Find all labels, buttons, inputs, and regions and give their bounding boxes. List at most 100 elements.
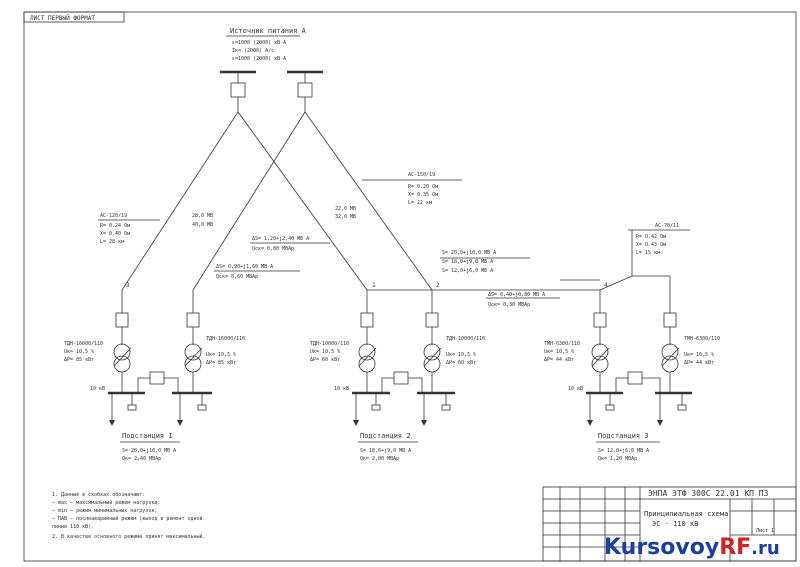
line-right-name: АС-150/19	[408, 172, 435, 178]
substation-3-t6: ΔP= 44 кВт	[684, 360, 714, 366]
substation-3-t1: ТМН-6300/110	[544, 341, 580, 347]
line-left-p3: L= 28 км	[100, 239, 124, 245]
title-block-title1: Принципиальная схема	[644, 510, 728, 518]
line-left-name: АС-120/19	[100, 213, 127, 219]
substation-3-name: Подстанция 3	[598, 432, 649, 440]
sectional-breaker-sub2	[393, 371, 409, 385]
feeders	[111, 393, 687, 420]
substation-1-p1: S= 20,0+j10,0 МВ А	[122, 448, 176, 454]
corner-tag: ЛИСТ ПЕРВЫЙ ФОРМАТ	[30, 15, 95, 22]
transformer-sub3-b	[661, 343, 680, 373]
line-source2-to-sub2	[304, 111, 433, 291]
watermark: KursovoyRF.ru	[604, 535, 780, 560]
node-label-4: 4	[604, 282, 608, 289]
title-block-sheet: Лист 1	[756, 528, 774, 534]
node-label-2: 2	[436, 282, 440, 289]
note-line-2: — max — максимальный режим нагрузки;	[52, 500, 160, 506]
substation-3-t3: ΔP= 44 кВт	[544, 357, 574, 363]
transformer-sub1-b	[184, 343, 203, 373]
line-far-p1: R= 0.42 Ом	[636, 234, 666, 240]
substation-2-t6: ΔP= 60 кВт	[446, 360, 476, 366]
substation-1-t4: ТДН-16000/110	[206, 336, 245, 342]
substation-2-t5: Uк= 10,5 %	[446, 352, 476, 358]
loss-a-dp: ΔS= 1,20+j2,40 МВ А	[252, 236, 309, 242]
transformer-sub2-b	[423, 343, 442, 373]
title-block-title2: ЭС - 110 кВ	[652, 520, 698, 528]
node-label-1: 1	[372, 282, 376, 289]
substation-1-t2: Uк= 10,5 %	[64, 349, 94, 355]
line-left-p1: R= 0.24 Ом	[100, 223, 130, 229]
substation-1-bus: 10 кВ	[90, 386, 105, 392]
line-left-p2: X= 0.40 Ом	[100, 231, 130, 237]
corner-tag-box	[23, 11, 125, 23]
note-line-3: — min — режим минимальных нагрузок;	[52, 508, 157, 514]
line-to-sub3	[599, 275, 671, 313]
bus-flow-b: S= 18,0+j9,0 МВ А	[442, 259, 493, 265]
source-param-1: ε=1000 (2000) кВ А	[232, 40, 286, 46]
node-label-3: 3	[126, 282, 130, 289]
sheet-frame	[23, 11, 797, 562]
source-param-3: ε=1000 (2000) кВ А	[232, 56, 286, 62]
substation-3-t2: Uк= 10,5 %	[544, 349, 574, 355]
substation-3-p2: Qк= 1,20 МВАр	[598, 456, 637, 462]
loss-b-dp: ΔS= 0,90+j1,60 МВ А	[216, 264, 273, 270]
loss-a-q: Qск= 0,80 МВАр	[252, 246, 294, 252]
line-right-p2: X= 0.35 Ом	[408, 192, 438, 198]
line-far-p2: X= 0.43 Ом	[636, 242, 666, 248]
note-line-1: 1. Данные в скобках обозначают:	[52, 491, 145, 498]
transformer-sub2-a	[358, 343, 377, 373]
substation-2-p1: S= 18,0+j9,0 МВ А	[360, 448, 411, 454]
substation-2-name: Подстанция 2	[360, 432, 411, 440]
line-right-p3: L= 22 км	[408, 200, 432, 206]
line-right-flow: 22,0 МВ	[335, 206, 356, 212]
source-breaker-left	[230, 82, 246, 98]
line-far-name: АС-70/11	[655, 223, 679, 229]
watermark-part3: .ru	[751, 538, 780, 559]
line-source-to-sub1	[121, 111, 239, 291]
title-block	[542, 486, 797, 562]
transformer-sub3-a	[591, 343, 610, 373]
substation-1-p2: Qк= 2,40 МВАр	[122, 456, 161, 462]
sectional-breaker-sub1	[149, 371, 165, 385]
substation-3-t4: ТМН-6300/110	[684, 336, 720, 342]
loss-c-dp: ΔS= 0,40+j0,80 МВ А	[488, 292, 545, 298]
substation-2-p2: Qк= 2,00 МВАр	[360, 456, 399, 462]
substation-1-t1: ТДН-16000/110	[64, 341, 103, 347]
transformer-sub1-a	[113, 343, 132, 373]
line-left-flow2: 40,0 МВ	[192, 222, 213, 228]
substation-2-t2: Uк= 10,5 %	[310, 349, 340, 355]
substation-1-t5: Uк= 10,5 %	[206, 352, 236, 358]
substation-3-p1: S= 12,0+j6,0 МВ А	[598, 448, 649, 454]
source-title: Источник питания А	[230, 27, 307, 35]
line-far-p3: L= 15 км	[636, 250, 660, 256]
line-right-flow2: 32,0 МВ	[335, 214, 356, 220]
substation-1-t6: ΔP= 85 кВт	[206, 360, 236, 366]
substation-1-t3: ΔP= 85 кВт	[64, 357, 94, 363]
loss-c-q: Qск= 0,30 МВАр	[488, 302, 530, 308]
bus-flow-a: S= 20,0+j10,0 МВ А	[442, 250, 496, 256]
watermark-part2: RF	[719, 535, 751, 560]
sectional-breaker-sub3	[627, 371, 643, 385]
loss-b-q: Qск= 0,60 МВАр	[216, 274, 258, 280]
line-left-flow: 28,0 МВ	[192, 213, 213, 219]
substation-2-t4: ТДН-10000/110	[446, 336, 485, 342]
title-block-code: ЭНПА ЭТФ 300С 22.01 КП ПЗ	[648, 489, 769, 498]
watermark-part1: Kursovoy	[604, 535, 719, 560]
line-source2-to-sub1	[192, 111, 306, 291]
substation-3-t5: Uк= 10,5 %	[684, 352, 714, 358]
bus-flow-c: S= 12,0+j6,0 МВ А	[442, 268, 493, 274]
substation-2-bus: 10 кВ	[334, 386, 349, 392]
substation-2-t3: ΔP= 60 кВт	[310, 357, 340, 363]
substation-1-name: Подстанция 1	[122, 432, 173, 440]
note-line-5: линии 110 кВ).	[52, 524, 94, 530]
note-line-4: — ПАВ — послеаварийный режим (выход в ре…	[52, 516, 203, 522]
substation-2-t1: ТДН-10000/110	[310, 341, 349, 347]
substation-3-bus: 10 кВ	[568, 386, 583, 392]
source-param-2: Iк= (2000) А/с	[232, 48, 274, 54]
line-right-p1: R= 0.20 Ом	[408, 184, 438, 190]
note-line-6: 2. В качестве основного режима принят ма…	[52, 534, 206, 540]
source-breaker-right	[297, 82, 313, 98]
line-source-to-sub2	[237, 111, 368, 291]
